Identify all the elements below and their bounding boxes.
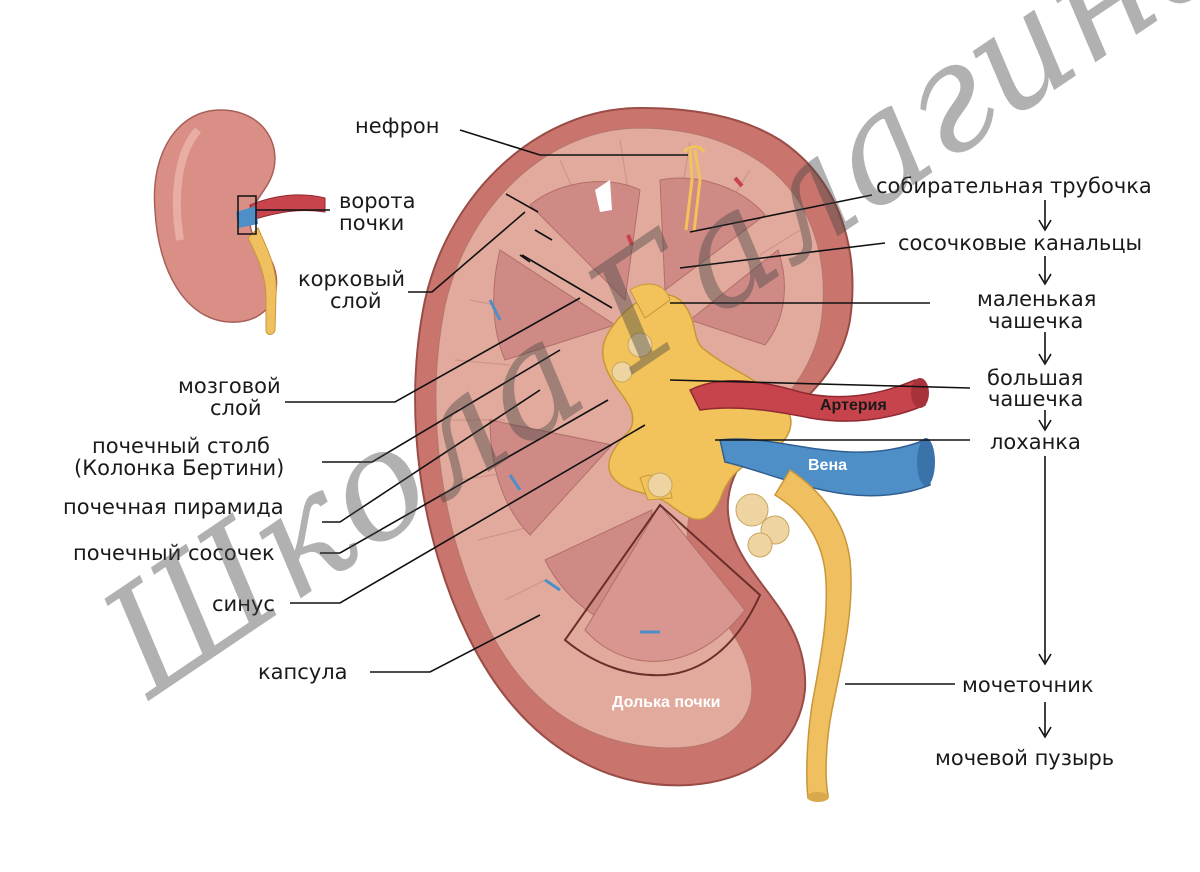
leader-nephron <box>459 129 688 156</box>
kidney-lobe-outline <box>563 503 762 677</box>
interlobar-vessel-5 <box>733 176 744 188</box>
label-column-1: почечный столб <box>92 434 270 458</box>
bracket-1 <box>505 193 539 213</box>
artery-end <box>911 378 929 408</box>
label-bladder: мочевой пузырь <box>935 746 1114 770</box>
small-kidney <box>153 109 326 335</box>
label-artery: Артерия <box>820 397 887 414</box>
bracket-2 <box>534 229 553 241</box>
arrow-6-head <box>1038 726 1052 739</box>
cortex-notch <box>595 180 612 212</box>
fat-blob-3 <box>647 472 673 498</box>
pyramid-4 <box>688 249 785 346</box>
pyramids <box>489 177 785 662</box>
pyramid-5 <box>489 419 613 536</box>
nephron-tubule <box>682 145 706 233</box>
label-medulla-1: мозговой <box>178 374 281 398</box>
label-nephron: нефрон <box>355 114 440 138</box>
label-major-calyx-1: большая <box>987 366 1083 390</box>
arrow-3-head <box>1038 353 1052 366</box>
interlobar-vessel-1 <box>488 299 502 321</box>
interlobar-vessel-6 <box>626 234 634 246</box>
label-papilla: почечный сосочек <box>73 541 275 565</box>
arrow-4-head <box>1038 419 1052 432</box>
label-capsule: капсула <box>258 660 348 684</box>
flow-arrows <box>1038 200 1052 739</box>
label-minor-calyx-1: маленькая <box>977 287 1096 311</box>
small-kidney-hilum-box <box>237 195 257 235</box>
bracket-3 <box>519 254 531 263</box>
arrow-5-head <box>1038 653 1052 666</box>
label-collecting-duct: собирательная трубочка <box>876 174 1152 198</box>
ureter-end <box>807 792 829 802</box>
label-cortex-1: корковый <box>298 267 405 291</box>
small-kidney-artery <box>249 194 326 221</box>
leader-cortex <box>408 211 526 293</box>
pyramid-2 <box>659 177 766 291</box>
label-vein: Вена <box>808 457 847 474</box>
leader-sinus <box>290 424 646 604</box>
leader-column <box>322 349 561 463</box>
label-lobe: Долька почки <box>612 694 721 711</box>
interlobar-vessel-2 <box>508 474 522 491</box>
small-kidney-ureter <box>247 227 277 335</box>
label-minor-calyx-2: чашечка <box>988 309 1083 333</box>
leader-medulla <box>285 297 581 403</box>
leader-papillary-ducts <box>679 242 886 269</box>
leader-collecting-duct <box>689 194 873 233</box>
label-cortex-2: слой <box>330 289 381 313</box>
leader-pyramid <box>322 389 541 523</box>
fat-blob-2 <box>611 361 633 383</box>
vein-end <box>917 438 935 486</box>
fat-blob-1 <box>627 332 653 358</box>
arrow-1-head <box>1038 219 1052 232</box>
small-kidney-vein <box>236 206 258 228</box>
label-hilum-1: ворота <box>339 189 416 213</box>
pyramid-3 <box>493 249 617 361</box>
pyramid-1 <box>529 181 641 302</box>
pyramid-7 <box>584 504 746 662</box>
label-column-2: (Колонка Бертини) <box>74 456 284 480</box>
big-kidney <box>414 106 935 802</box>
label-ureter: мочеточник <box>962 673 1094 697</box>
cortex-bracket <box>505 193 553 263</box>
labels: нефрон ворота почки корковый слой мозгов… <box>63 114 1152 770</box>
arrow-2-head <box>1038 273 1052 286</box>
small-kidney-shine <box>172 127 202 241</box>
label-papillary-ducts: сосочковые канальцы <box>898 231 1142 255</box>
fat-blob-4 <box>735 493 769 527</box>
left-leaders <box>256 129 688 673</box>
leader-major-calyx <box>669 379 971 389</box>
leader-papilla <box>320 399 609 554</box>
right-leaders <box>669 194 971 685</box>
label-pyramid: почечная пирамида <box>63 495 284 519</box>
leader-capsule <box>370 614 541 673</box>
leader-cortex-extra <box>521 254 613 309</box>
fat-blob-6 <box>747 532 773 558</box>
interlobar-vessel-3 <box>544 578 561 592</box>
label-major-calyx-2: чашечка <box>988 387 1083 411</box>
label-medulla-2: слой <box>210 396 261 420</box>
label-pelvis: лоханка <box>990 430 1081 454</box>
minor-calyx-1 <box>629 283 671 319</box>
sinus-fat <box>611 332 790 558</box>
label-sinus: синус <box>212 592 275 616</box>
label-hilum-2: почки <box>339 211 404 235</box>
